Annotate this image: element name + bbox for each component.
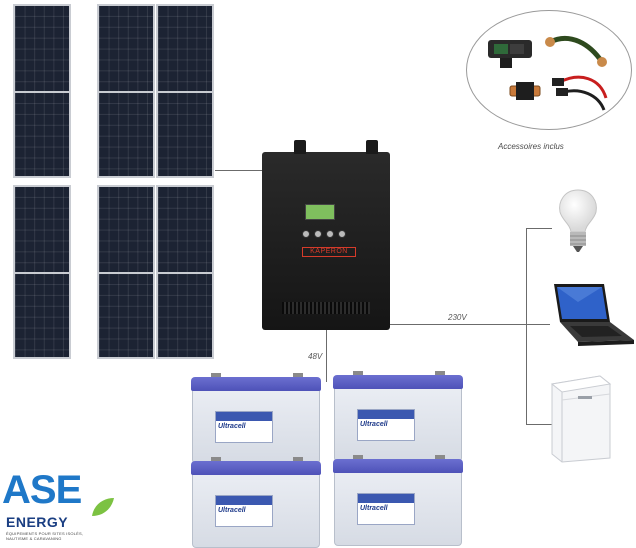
battery-lid — [191, 461, 321, 475]
inverter-button — [338, 230, 346, 238]
inverter-vents — [282, 302, 370, 314]
ac-distribution-wire — [526, 228, 527, 424]
battery-label: Ultracell — [357, 409, 415, 441]
ac-voltage-label: 230V — [448, 313, 467, 322]
battery-lid — [333, 375, 463, 389]
inverter-button — [326, 230, 334, 238]
battery: Ultracell — [333, 371, 463, 462]
load-branch-laptop — [526, 324, 550, 325]
ac-output-wire — [390, 324, 526, 325]
battery-lid — [191, 377, 321, 391]
inverter-lcd-display — [305, 204, 335, 220]
battery-lid — [333, 459, 463, 473]
battery-label: Ultracell — [215, 411, 273, 443]
inverter: KAPERON — [262, 140, 390, 330]
battery-label: Ultracell — [215, 495, 273, 527]
panel-to-inverter-wire — [215, 170, 262, 171]
inverter-brand-label: KAPERON — [302, 247, 356, 257]
load-branch-freezer — [526, 424, 552, 425]
solar-panel — [156, 185, 214, 359]
solar-panel — [97, 4, 155, 178]
battery: Ultracell — [333, 455, 463, 546]
light-bulb-icon — [559, 189, 597, 252]
mounting-bracket — [294, 140, 306, 154]
laptop-icon — [554, 284, 634, 346]
battery: Ultracell — [191, 457, 321, 548]
accessories-panel — [466, 10, 632, 130]
logo-tagline: ÉQUIPEMENTS POUR SITES ISOLÉS, NAUTISME … — [6, 531, 84, 541]
mounting-bracket — [366, 140, 378, 154]
battery-bus-wire — [326, 330, 327, 382]
inverter-button — [302, 230, 310, 238]
accessories-caption: Accessoires inclus — [498, 142, 564, 151]
solar-panel — [13, 4, 71, 178]
battery: Ultracell — [191, 373, 321, 464]
inverter-button — [314, 230, 322, 238]
logo-energy: ENERGY — [6, 514, 69, 530]
battery-brand: Ultracell — [218, 507, 246, 514]
battery-brand: Ultracell — [360, 505, 388, 512]
dc-voltage-label: 48V — [308, 352, 323, 361]
solar-panel — [156, 4, 214, 178]
logo-ase: ASE — [2, 468, 82, 512]
battery-brand: Ultracell — [218, 423, 246, 430]
accessories-icon — [488, 35, 608, 111]
solar-panel — [97, 185, 155, 359]
chest-freezer-icon — [550, 375, 612, 463]
battery-label: Ultracell — [357, 493, 415, 525]
battery-brand: Ultracell — [360, 421, 388, 428]
logo-leaf-icon — [92, 498, 114, 516]
solar-panel — [13, 185, 71, 359]
load-branch-light — [526, 228, 552, 229]
